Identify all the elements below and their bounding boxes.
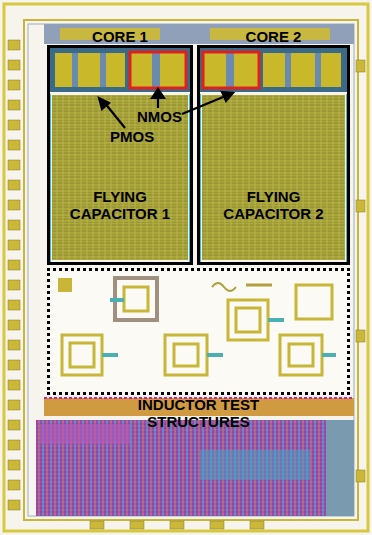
region-label: CORE 1 — [50, 28, 190, 45]
region-label: CORE 2 — [200, 28, 347, 45]
device-label: NMOS — [137, 108, 182, 125]
region-label: INDUCTOR TEST STRUCTURES — [114, 396, 284, 431]
inductor-region: INDUCTOR TEST STRUCTURES — [47, 268, 350, 395]
device-label: PMOS — [110, 128, 154, 145]
core-box: CORE 2FLYING CAPACITOR 2 — [197, 45, 350, 265]
region-label: FLYING CAPACITOR 1 — [61, 188, 179, 223]
core-box: CORE 1FLYING CAPACITOR 1 — [47, 45, 193, 265]
region-label: FLYING CAPACITOR 2 — [211, 188, 336, 223]
capacitor-region: FLYING CAPACITOR 2 — [203, 96, 344, 260]
